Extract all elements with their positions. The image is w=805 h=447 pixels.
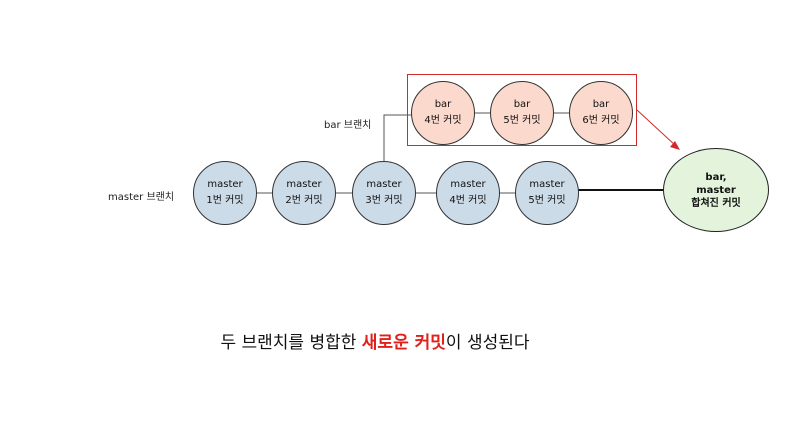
diagram-caption: 두 브랜치를 병합한 새로운 커밋이 생성된다: [0, 328, 750, 353]
merged-commit-line1: bar,: [705, 171, 727, 183]
commit-branch-name: bar: [434, 99, 452, 110]
caption-text-after: 이 생성된다: [445, 333, 530, 353]
caption-text-before: 두 브랜치를 병합한: [220, 333, 362, 353]
bar-commit-4: bar 4번 커밋: [411, 81, 475, 145]
merged-commit: bar, master 합쳐진 커밋: [663, 148, 769, 232]
caption-highlight: 새로운 커밋: [361, 333, 446, 353]
commit-number: 6번 커밋: [582, 115, 620, 126]
master-commit-5: master 5번 커밋: [515, 161, 579, 225]
commit-branch-name: bar: [513, 99, 531, 110]
master-commit-2: master 2번 커밋: [272, 161, 336, 225]
edge-m3-b4: [383, 114, 412, 161]
master-commit-3: master 3번 커밋: [352, 161, 416, 225]
bar-commit-5: bar 5번 커밋: [490, 81, 554, 145]
master-commit-4: master 4번 커밋: [436, 161, 500, 225]
commit-number: 3번 커밋: [365, 195, 403, 206]
merged-commit-line2: master: [696, 184, 736, 196]
merged-commit-line3: 합쳐진 커밋: [691, 197, 741, 209]
commit-branch-name: master: [366, 179, 402, 190]
commit-branch-name: master: [529, 179, 565, 190]
commit-number: 4번 커밋: [424, 115, 462, 126]
master-commit-1: master 1번 커밋: [193, 161, 257, 225]
bar-commit-6: bar 6번 커밋: [569, 81, 633, 145]
commit-number: 5번 커밋: [503, 115, 541, 126]
commit-number: 4번 커밋: [449, 195, 487, 206]
bar-branch-label: bar 브랜치: [324, 120, 372, 131]
bar-commits-highlight-box: [407, 74, 637, 146]
merge-arrowhead: [670, 141, 680, 150]
commit-branch-name: master: [207, 179, 243, 190]
commit-branch-name: master: [286, 179, 322, 190]
master-branch-label: master 브랜치: [108, 192, 175, 203]
merge-arrow: [636, 109, 677, 147]
commit-number: 2번 커밋: [285, 195, 323, 206]
commit-number: 5번 커밋: [528, 195, 566, 206]
commit-branch-name: bar: [592, 99, 610, 110]
commit-branch-name: master: [450, 179, 486, 190]
commit-number: 1번 커밋: [206, 195, 244, 206]
